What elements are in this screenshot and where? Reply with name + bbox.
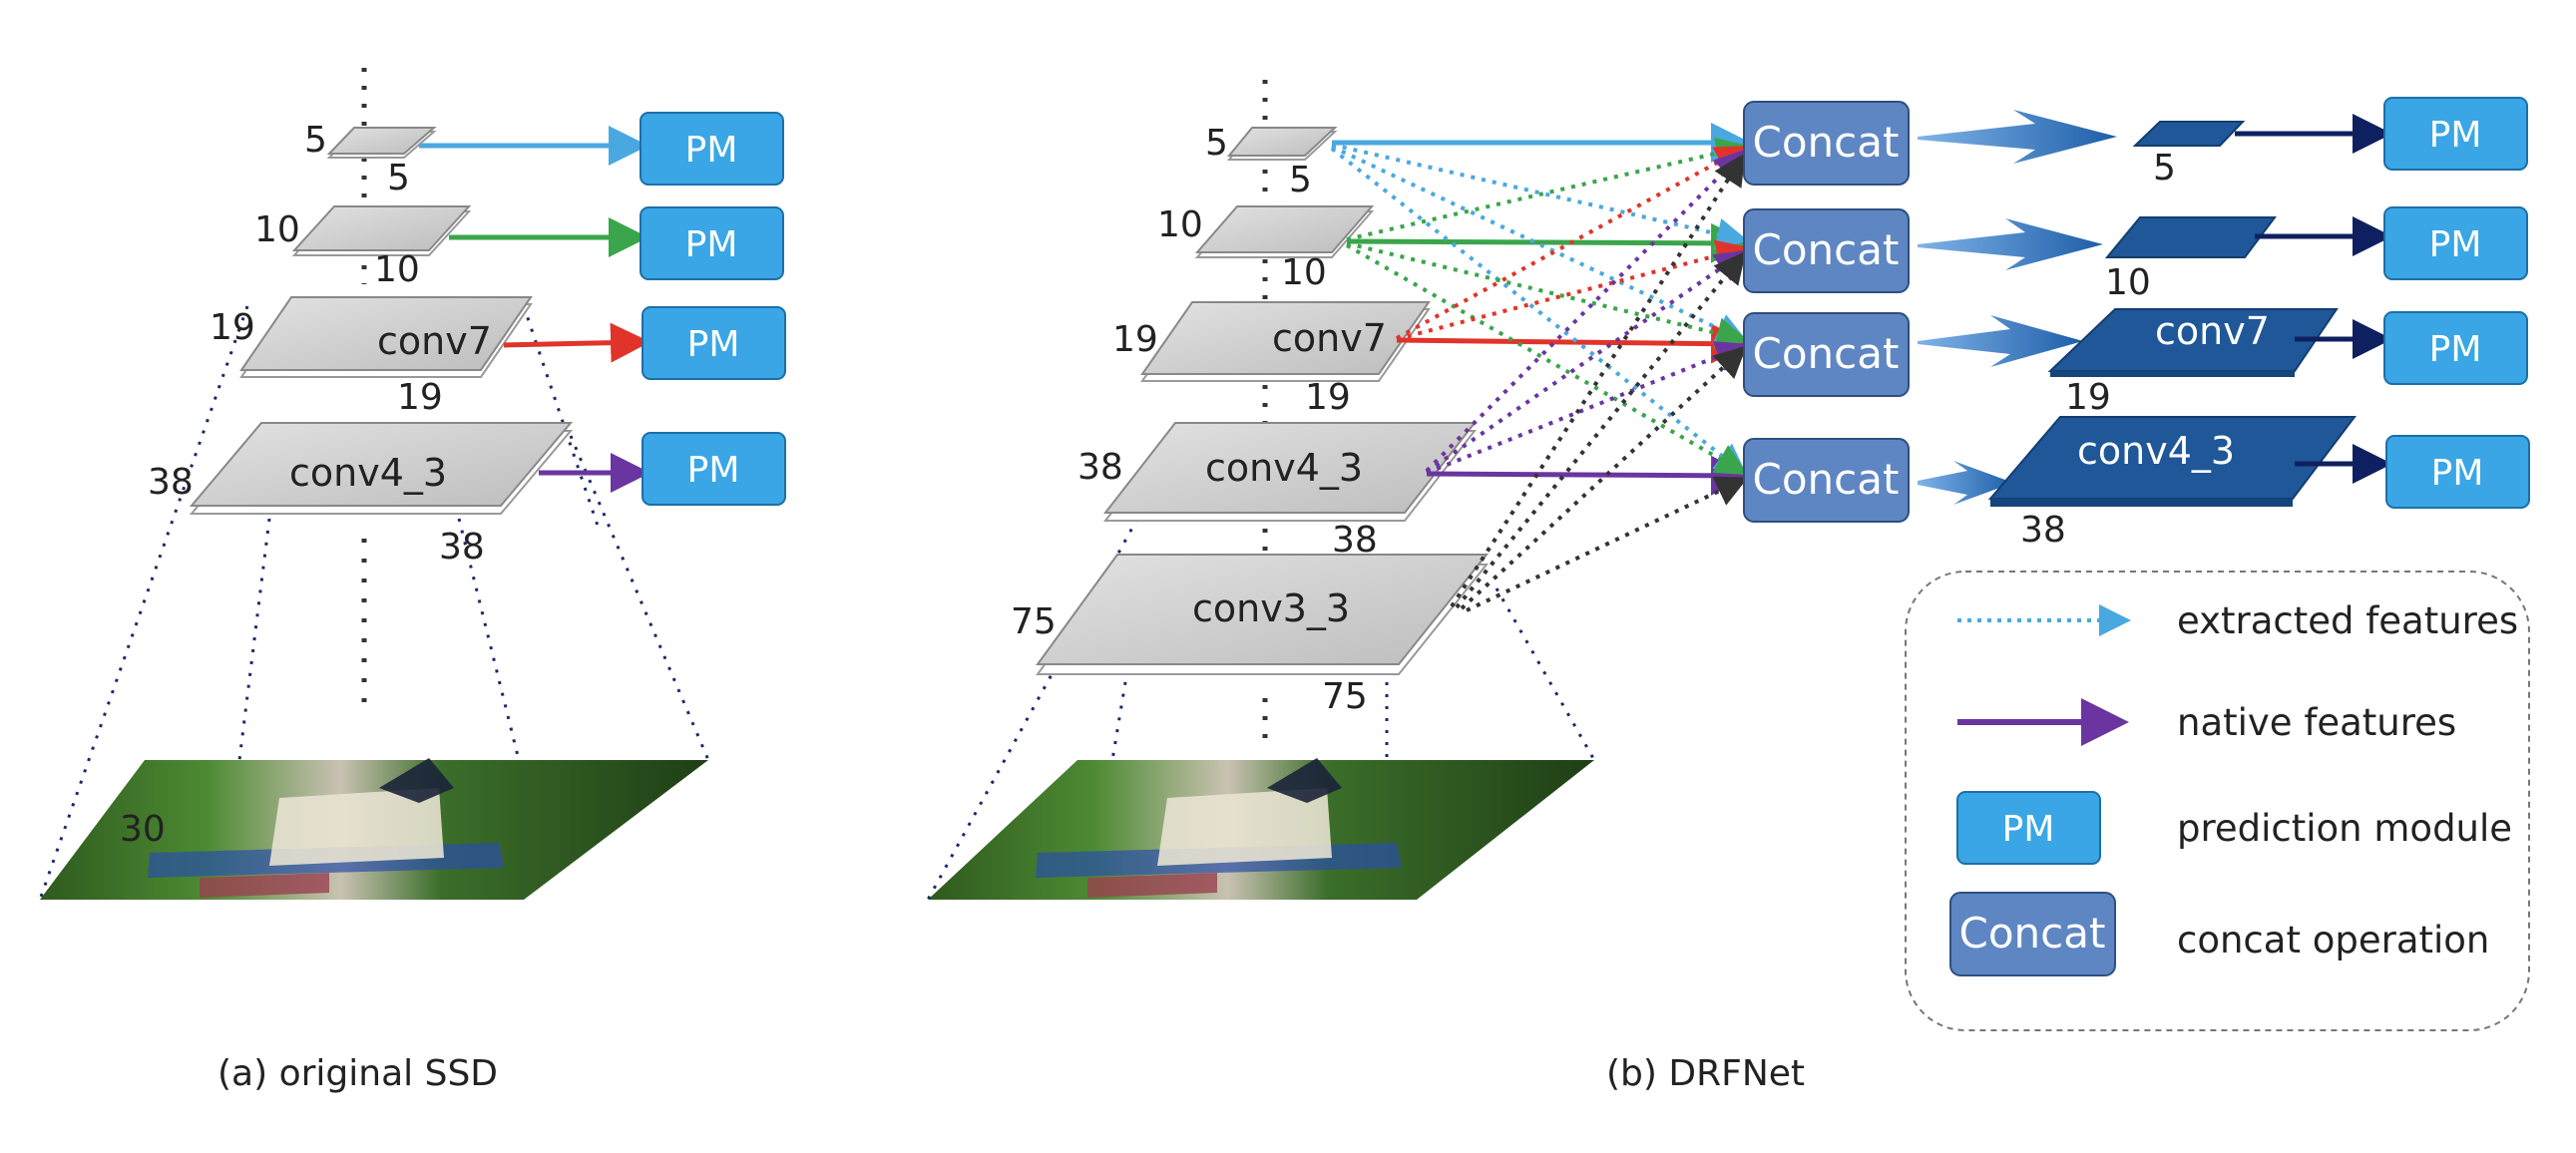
- panel-b: 75 75 conv3_3 38 38 conv4_3 19 19 conv7 …: [926, 80, 2530, 1094]
- svg-text:PM: PM: [2429, 329, 2482, 370]
- svg-text:19: 19: [210, 307, 255, 348]
- svg-text:10: 10: [1157, 204, 1203, 245]
- svg-text:PM: PM: [687, 324, 740, 365]
- legend-pm-label: prediction module: [2177, 807, 2512, 850]
- panel-a: 30 38 38 conv4_3 19 19 conv7: [38, 68, 786, 1094]
- output-map-19: conv7 19: [2047, 308, 2339, 418]
- feature-map-10: 10 10: [1157, 204, 1375, 293]
- svg-text:Concat: Concat: [1753, 225, 1900, 274]
- partial-size-label: 30: [120, 809, 166, 850]
- receptive-field-lines: [38, 305, 710, 901]
- native-38: [1426, 455, 1751, 496]
- feature-map-5: 5 5: [1205, 123, 1338, 200]
- svg-text:10: 10: [254, 209, 300, 250]
- legend-extracted-label: extracted features: [2177, 599, 2518, 642]
- legend-native-label: native features: [2177, 701, 2456, 744]
- svg-text:PM: PM: [687, 450, 740, 491]
- arrow-19-to-pm: [503, 322, 650, 363]
- legend-concat-symbol: Concat: [1949, 892, 2116, 976]
- output-name-conv7: conv7: [2155, 309, 2270, 353]
- feature-map-19: 19 19 conv7: [1112, 301, 1431, 418]
- native-19: [1396, 323, 1751, 364]
- svg-text:38: 38: [1077, 447, 1123, 488]
- svg-text:Concat: Concat: [1959, 909, 2106, 958]
- svg-text:Concat: Concat: [1753, 329, 1900, 378]
- concat-output-arrow: [1918, 315, 2083, 367]
- svg-text:19: 19: [2065, 377, 2111, 418]
- concat-output-arrow: [1918, 218, 2103, 270]
- svg-text:PM: PM: [2429, 224, 2482, 265]
- caption-a: (a) original SSD: [217, 1053, 498, 1094]
- svg-text:PM: PM: [685, 224, 738, 265]
- feature-map-38: 38 38 conv4_3: [148, 422, 574, 568]
- concat-box: Concat: [1743, 312, 1910, 397]
- pm-box: PM: [2385, 435, 2530, 509]
- concat-box: Concat: [1743, 101, 1910, 186]
- output-map-38: conv4_3 38: [1987, 416, 2358, 551]
- svg-text:10: 10: [374, 249, 420, 290]
- concat-output-arrow: [1918, 110, 2117, 164]
- output-map-5: 5: [2132, 121, 2246, 189]
- svg-text:75: 75: [1011, 601, 1057, 642]
- svg-text:PM: PM: [2002, 809, 2055, 850]
- layer-name-conv4_3: conv4_3: [1205, 446, 1363, 490]
- svg-text:5: 5: [304, 120, 327, 161]
- layer-name-conv4_3: conv4_3: [289, 451, 447, 495]
- svg-text:5: 5: [2153, 148, 2176, 189]
- layer-name-conv7: conv7: [377, 319, 492, 363]
- pm-box: PM: [2383, 97, 2528, 171]
- svg-text:19: 19: [1112, 319, 1158, 360]
- concat-output-arrow: [1918, 461, 2013, 505]
- pm-box: PM: [2383, 206, 2528, 280]
- svg-text:Concat: Concat: [1753, 455, 1900, 504]
- svg-text:38: 38: [2020, 510, 2066, 551]
- svg-text:Concat: Concat: [1753, 118, 1900, 167]
- svg-text:38: 38: [148, 462, 194, 503]
- svg-text:38: 38: [439, 527, 485, 568]
- feature-map-5: 5 5: [304, 120, 437, 198]
- feature-connections: [1330, 123, 1751, 612]
- svg-text:PM: PM: [2431, 453, 2484, 494]
- svg-text:19: 19: [397, 377, 443, 418]
- pm-box: PM: [642, 432, 786, 506]
- concat-box: Concat: [1743, 438, 1910, 523]
- output-map-10: 10: [2104, 216, 2277, 303]
- pm-box: PM: [2383, 311, 2528, 385]
- feature-map-10: 10 10: [254, 205, 472, 290]
- input-image: [40, 758, 708, 900]
- svg-text:19: 19: [1305, 377, 1351, 418]
- concat-box: Concat: [1743, 208, 1910, 293]
- svg-text:5: 5: [1205, 123, 1228, 164]
- layer-name-conv3_3: conv3_3: [1192, 586, 1350, 630]
- pm-box: PM: [640, 112, 784, 186]
- legend-concat-label: concat operation: [2177, 919, 2489, 961]
- layer-name-conv7: conv7: [1272, 316, 1387, 360]
- svg-text:75: 75: [1322, 676, 1368, 717]
- caption-b: (b) DRFNet: [1606, 1053, 1805, 1094]
- pm-box: PM: [642, 306, 786, 380]
- output-name-conv4_3: conv4_3: [2077, 429, 2235, 473]
- feature-map-19: 19 19 conv7: [210, 296, 533, 418]
- svg-text:10: 10: [2105, 262, 2151, 303]
- svg-text:5: 5: [1289, 160, 1312, 200]
- feature-map-75: 75 75 conv3_3: [1011, 554, 1490, 717]
- feature-map-38: 38 38 conv4_3: [1077, 422, 1478, 561]
- input-image: [928, 758, 1594, 900]
- svg-text:38: 38: [1332, 520, 1378, 561]
- svg-text:PM: PM: [2429, 115, 2482, 156]
- svg-text:PM: PM: [685, 130, 738, 171]
- pm-box: PM: [640, 206, 784, 280]
- svg-text:10: 10: [1281, 252, 1327, 293]
- legend-pm-symbol: PM: [1956, 791, 2101, 865]
- native-10: [1346, 222, 1751, 263]
- svg-text:5: 5: [387, 158, 410, 198]
- legend: extracted features native features PM pr…: [1905, 571, 2530, 1031]
